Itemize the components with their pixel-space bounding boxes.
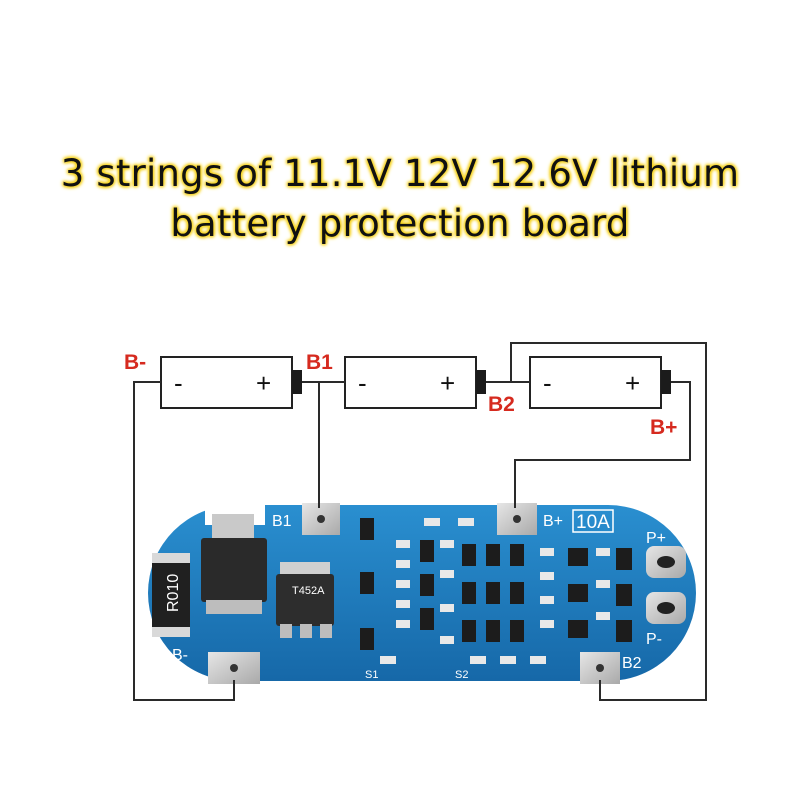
cell-2-plus: + xyxy=(440,368,455,398)
resistor-marking: R010 xyxy=(165,574,182,612)
label-b-minus: B- xyxy=(124,351,146,374)
silk-b-minus: B- xyxy=(172,647,188,664)
cell-1-plus: + xyxy=(256,368,271,398)
silk-b1: B1 xyxy=(272,513,292,530)
cell-1-minus: - xyxy=(174,368,183,398)
silk-b2: B2 xyxy=(622,655,642,672)
sense-resistor: R010 xyxy=(152,553,190,637)
label-b-plus: B+ xyxy=(650,416,677,439)
title-line-1: 3 strings of 11.1V 12V 12.6V lithium xyxy=(60,152,740,195)
cell-2-minus: - xyxy=(358,368,367,398)
mosfet-left xyxy=(201,514,267,614)
silk-b-plus: B+ xyxy=(543,513,563,530)
label-b2: B2 xyxy=(488,393,515,416)
current-box xyxy=(572,509,614,533)
label-b1: B1 xyxy=(306,351,333,374)
cell-3-plus: + xyxy=(625,368,640,398)
battery-cell-1: - + xyxy=(160,356,302,409)
wire-b-plus xyxy=(514,381,691,508)
wires xyxy=(133,342,707,701)
silk-current: 10A xyxy=(576,512,610,533)
silk-p-plus: P+ xyxy=(646,530,666,547)
battery-cell-3: - + xyxy=(529,356,671,409)
mosfet-marking: T452A xyxy=(292,585,325,597)
title-line-2: battery protection board xyxy=(170,202,630,245)
cell-3-minus: - xyxy=(543,368,552,398)
silk-s1: S1 xyxy=(365,669,378,681)
mosfet-right: T452A xyxy=(276,562,334,638)
silk-p-minus: P- xyxy=(646,631,662,648)
protection-board: T452A R010 xyxy=(148,503,696,684)
wire-b2 xyxy=(510,342,707,701)
battery-cell-2: - + xyxy=(344,356,486,409)
component-grid xyxy=(360,518,632,664)
wire-b-minus xyxy=(133,381,235,701)
silk-s2: S2 xyxy=(455,669,468,681)
